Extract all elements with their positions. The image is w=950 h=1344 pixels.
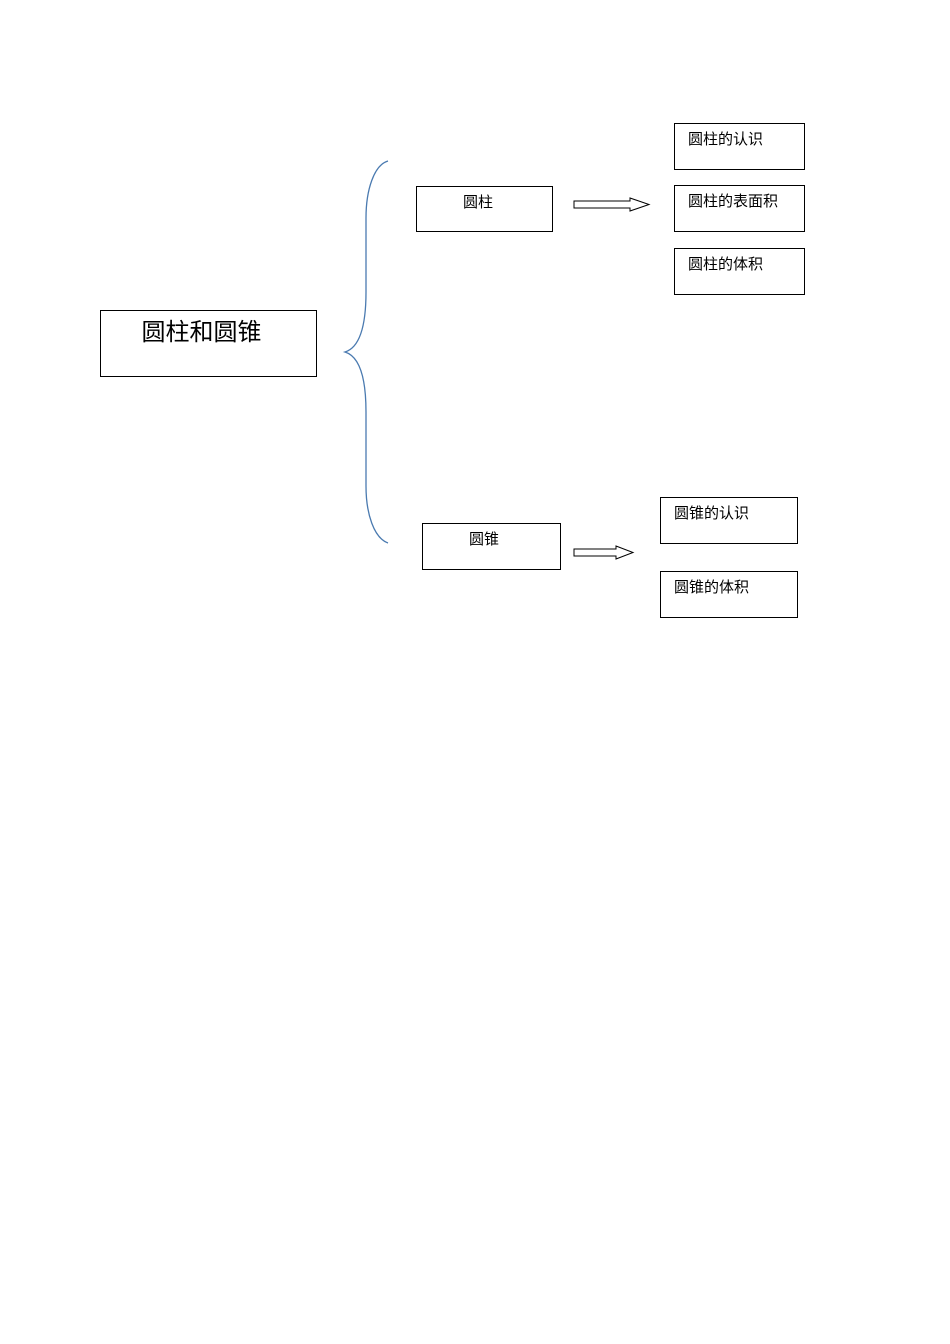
child-cone-recognition: 圆锥的认识 (660, 497, 798, 544)
child-cylinder-volume-label: 圆柱的体积 (688, 255, 764, 273)
child-cylinder-recognition-label: 圆柱的认识 (688, 130, 764, 148)
branch-cone: 圆锥 (422, 523, 561, 570)
child-cone-recognition-label: 圆锥的认识 (674, 504, 750, 522)
arrow-cone (573, 545, 635, 560)
child-cylinder-recognition: 圆柱的认识 (674, 123, 805, 170)
child-cylinder-surface-area: 圆柱的表面积 (674, 185, 805, 232)
curly-brace (342, 160, 389, 544)
branch-cylinder: 圆柱 (416, 186, 553, 232)
branch-cylinder-label: 圆柱 (463, 193, 494, 211)
child-cylinder-volume: 圆柱的体积 (674, 248, 805, 295)
arrow-cylinder (573, 197, 651, 212)
branch-cone-label: 圆锥 (469, 530, 500, 548)
child-cone-volume: 圆锥的体积 (660, 571, 798, 618)
child-cone-volume-label: 圆锥的体积 (674, 578, 750, 596)
child-cylinder-surface-area-label: 圆柱的表面积 (688, 192, 779, 210)
root-node: 圆柱和圆锥 (100, 310, 317, 377)
root-node-label: 圆柱和圆锥 (141, 318, 262, 346)
